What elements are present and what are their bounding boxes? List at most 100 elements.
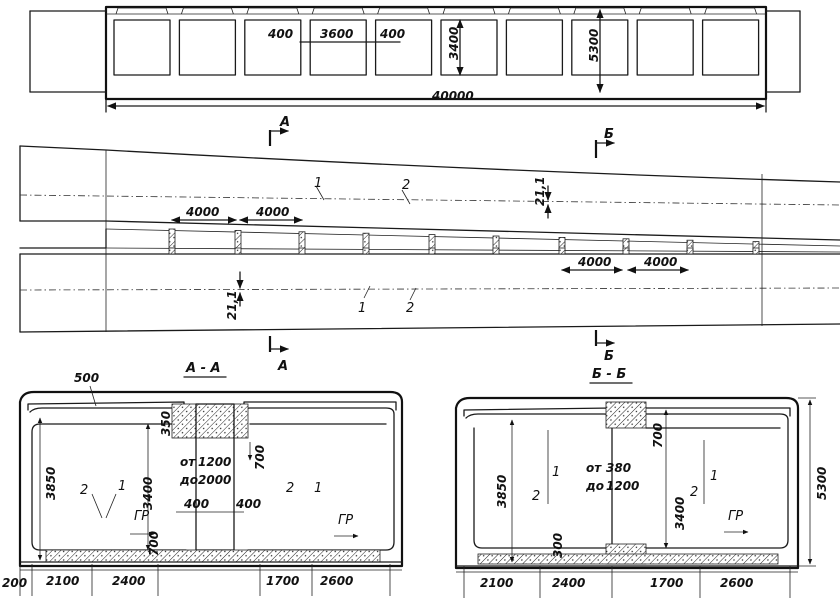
profile-mark-1-bottom: 1 (358, 301, 366, 316)
section-a-gr-right: ГР (338, 513, 353, 528)
plan-cell (440, 19, 498, 76)
section-b-dim-w4: 2600 (720, 576, 753, 590)
section-b-dim-total: 5300 (815, 467, 829, 500)
section-a-dim-to: до (179, 473, 198, 487)
section-b-dim-height: 3850 (495, 475, 509, 508)
section-b-b: Б - Б 3850 от 380 до 1200 700 3400 300 2… (454, 367, 829, 598)
section-a-dim-top: 350 (159, 411, 173, 436)
plan-cell-cap (246, 7, 300, 15)
profile-rib-base (362, 247, 370, 255)
section-a-floor (45, 549, 381, 563)
plan-cell-cap (704, 7, 757, 15)
profile-rib-base (234, 247, 242, 255)
section-a-dim-gap: 1200 (198, 455, 231, 469)
section-b-dim-to-value: 1200 (606, 479, 639, 493)
plan-cell (636, 19, 694, 76)
plan-dim-length: 40000 (431, 89, 474, 103)
section-b-b-title: Б - Б (592, 367, 626, 382)
cut-label-a-bottom: А (277, 359, 288, 374)
cut-marker-b-bottom: Б (594, 330, 615, 364)
section-a-gr-left: ГР (134, 509, 149, 524)
cut-label-b-top: Б (604, 127, 614, 142)
plan-cell (374, 19, 433, 76)
section-a-mark-1-left: 1 (118, 479, 126, 494)
section-a-top-beam (171, 403, 249, 439)
section-a-a-title: А - А (185, 361, 221, 376)
section-b-dim-base: 300 (551, 533, 565, 558)
section-a-mark-2-right: 2 (286, 481, 294, 496)
plan-cell-cap (311, 7, 365, 15)
plan-cell-cap (377, 7, 430, 15)
section-b-dim-rib: 700 (651, 423, 665, 448)
section-a-dim-w3: 1700 (266, 574, 299, 588)
plan-cell (244, 19, 302, 76)
profile-rib (298, 231, 306, 250)
section-b-floor (477, 553, 779, 565)
longitudinal-profile: А Б А Б 1 2 1 2 21,1 21,1 (19, 115, 840, 374)
section-a-dim-w1: 2100 (46, 574, 79, 588)
profile-mark-1-top: 1 (314, 176, 322, 191)
cut-marker-a-top: А (268, 115, 290, 146)
plan-cell-cap (508, 7, 561, 15)
profile-slope-top: 21,1 (533, 176, 547, 206)
section-a-dim-to-value: 2000 (198, 473, 231, 487)
section-b-mark-2-right: 2 (690, 485, 698, 500)
plan-dim-height: 3400 (447, 27, 461, 60)
section-a-a: А - А 3850 3400 500 350 от 1200 до 2000 … (2, 361, 404, 596)
profile-ribs (168, 228, 760, 255)
plan-cell (309, 19, 367, 76)
section-a-mark-2-left: 2 (80, 483, 88, 498)
profile-rib-base (168, 247, 176, 255)
profile-spacing-4: 4000 (643, 255, 677, 269)
profile-spacing-3: 4000 (577, 255, 611, 269)
section-b-dim-from: от (586, 461, 602, 475)
cut-marker-a-bottom: А (268, 336, 289, 374)
profile-rib-base (492, 247, 500, 255)
section-a-dim-w4: 2600 (320, 574, 353, 588)
section-a-dim-height: 3850 (44, 467, 58, 500)
section-b-dim-from-value: 380 (606, 461, 631, 475)
profile-rib (168, 228, 176, 249)
plan-cell-cap (442, 7, 496, 15)
plan-cell (701, 19, 760, 76)
section-a-dim-inner: 3400 (141, 477, 155, 510)
plan-cell (113, 19, 171, 76)
plan-dim-opening2: 400 (379, 27, 405, 41)
profile-mark-2-bottom: 2 (406, 301, 414, 316)
plan-dim-opening: 400 (267, 27, 293, 41)
section-a-dim-base: 700 (147, 531, 161, 556)
plan-cell-cap (181, 7, 234, 15)
section-a-mark-1-right: 1 (314, 481, 322, 496)
profile-spacing-2: 4000 (255, 205, 289, 219)
cut-marker-b-top: Б (594, 127, 615, 158)
profile-slope-bottom: 21,1 (225, 290, 239, 320)
section-a-dim-from: от (180, 455, 196, 469)
profile-rib-base (298, 247, 306, 255)
plan-cell-cap (573, 7, 627, 15)
profile-rib (234, 229, 242, 249)
profile-rib-base (558, 247, 566, 255)
section-b-gr: ГР (728, 509, 743, 524)
section-a-dim-cover: 500 (74, 371, 99, 385)
plan-view: 400 3600 400 3400 5300 40000 (29, 5, 801, 113)
section-a-dim-rib: 700 (253, 445, 267, 470)
section-b-mark-1-left: 1 (552, 465, 560, 480)
section-b-dim-inner: 3400 (673, 497, 687, 530)
cut-label-a-top: А (279, 115, 290, 130)
plan-dim-span: 3600 (320, 27, 353, 41)
plan-cell (505, 19, 564, 76)
plan-cell-cap (638, 7, 692, 15)
section-b-mark-1-right: 1 (710, 469, 718, 484)
section-b-top-beam (605, 401, 647, 429)
section-a-dim-edge: 200 (2, 576, 27, 590)
profile-spacing-1: 4000 (185, 205, 219, 219)
plan-cell-cap (115, 7, 169, 15)
cut-label-b-bottom: Б (604, 349, 614, 364)
profile-rib-base (428, 247, 436, 255)
profile-rib-base (686, 247, 694, 255)
profile-rib-base (752, 247, 760, 255)
section-a-dim-w2: 2400 (112, 574, 145, 588)
section-b-dim-w2: 2400 (552, 576, 585, 590)
plan-cell (178, 19, 237, 76)
